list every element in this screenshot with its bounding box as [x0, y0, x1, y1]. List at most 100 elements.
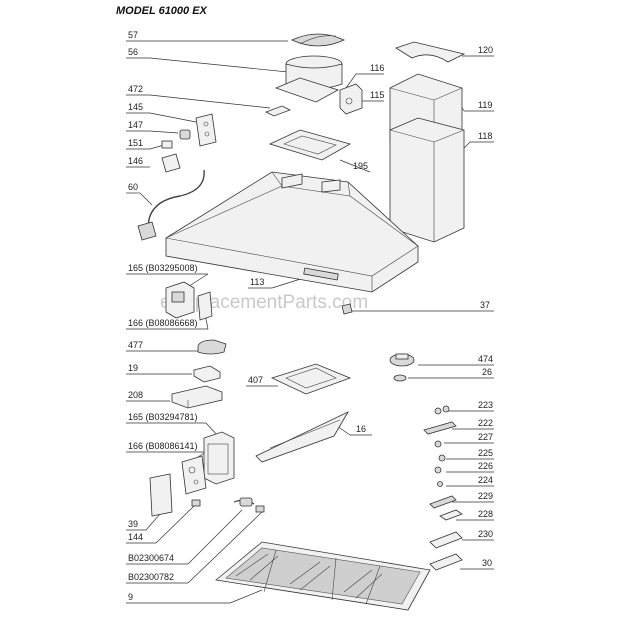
part-39-panel	[149, 473, 173, 517]
label-144[interactable]: 144	[126, 505, 195, 544]
part-195-plate	[268, 129, 352, 161]
svg-text:166 (B08086668): 166 (B08086668)	[128, 318, 198, 328]
label-166a[interactable]: 166 (B08086668)	[126, 313, 209, 330]
label-120[interactable]: 120	[462, 45, 494, 57]
svg-text:225: 225	[478, 448, 493, 458]
svg-text:19: 19	[128, 363, 138, 373]
label-229[interactable]: 229	[452, 491, 494, 503]
label-228[interactable]: 228	[456, 509, 494, 521]
label-146[interactable]: 146	[126, 156, 150, 168]
label-151[interactable]: 151	[126, 138, 165, 150]
part-472-clip	[265, 105, 291, 117]
label-223[interactable]: 223	[448, 400, 494, 412]
svg-text:472: 472	[128, 84, 143, 94]
svg-text:146: 146	[128, 156, 143, 166]
part-113-hood	[165, 171, 419, 293]
svg-text:222: 222	[478, 418, 493, 428]
part-227-screw	[434, 440, 442, 448]
part-120-bracket	[395, 41, 466, 63]
label-145[interactable]: 145	[126, 102, 197, 123]
part-9-filters	[215, 541, 431, 611]
part-477-cap	[197, 339, 227, 355]
part-165a-box	[165, 281, 195, 319]
model-title: MODEL 61000 EX	[116, 5, 208, 17]
part-26-bulb	[393, 374, 407, 382]
svg-text:230: 230	[478, 529, 493, 539]
svg-text:223: 223	[478, 400, 493, 410]
part-147-knob	[179, 129, 191, 140]
svg-text:226: 226	[478, 461, 493, 471]
part-144-clip	[191, 499, 201, 507]
label-208[interactable]: 208	[126, 390, 170, 402]
label-225[interactable]: 225	[446, 448, 494, 460]
watermark: eReplacementParts.com	[160, 292, 368, 313]
part-229-rail	[429, 495, 457, 509]
svg-text:145: 145	[128, 102, 143, 112]
part-19-bracket	[193, 365, 221, 383]
svg-text:151: 151	[128, 138, 143, 148]
label-165a[interactable]: 165 (B03295008)	[126, 263, 209, 289]
label-119[interactable]: 119	[459, 100, 494, 112]
label-474[interactable]: 474	[418, 354, 494, 366]
part-37-screw	[341, 303, 353, 315]
label-477[interactable]: 477	[126, 340, 198, 352]
part-30-handle	[429, 553, 463, 571]
part-151-clip	[161, 140, 173, 149]
svg-text:195: 195	[353, 161, 368, 171]
label-56[interactable]: 56	[126, 47, 289, 73]
label-224[interactable]: 224	[446, 475, 494, 487]
part-57-cover	[291, 33, 345, 47]
svg-text:115: 115	[370, 90, 384, 100]
svg-text:B02300674: B02300674	[128, 553, 174, 563]
part-224-screw	[437, 481, 443, 487]
svg-text:16: 16	[356, 424, 366, 434]
part-166b-board	[181, 455, 207, 495]
label-26[interactable]: 26	[408, 367, 494, 379]
label-b02300674[interactable]: B02300674	[126, 509, 243, 565]
label-222[interactable]: 222	[452, 418, 494, 430]
part-225-screw	[438, 454, 446, 462]
part-230-handle	[429, 531, 463, 549]
part-wire-assembly	[233, 497, 265, 513]
label-230[interactable]: 230	[462, 529, 494, 541]
label-195[interactable]: 195	[339, 159, 371, 173]
label-19[interactable]: 19	[126, 363, 192, 375]
label-227[interactable]: 227	[444, 432, 494, 444]
part-226-screw	[434, 466, 442, 474]
part-166a-board	[197, 291, 213, 321]
label-472[interactable]: 472	[126, 84, 271, 109]
label-147[interactable]: 147	[126, 120, 179, 134]
svg-text:165 (B03294781): 165 (B03294781)	[128, 412, 198, 422]
label-165b[interactable]: 165 (B03294781)	[126, 412, 219, 437]
label-9[interactable]: 9	[126, 589, 263, 604]
label-30[interactable]: 30	[460, 558, 494, 570]
label-118[interactable]: 118	[461, 131, 494, 151]
svg-text:165 (B03295008): 165 (B03295008)	[128, 263, 198, 273]
svg-text:57: 57	[128, 30, 138, 40]
part-118-lower-chimney	[389, 117, 465, 243]
svg-text:39: 39	[128, 519, 138, 529]
part-116-box	[339, 83, 363, 115]
label-b02300782[interactable]: B02300782	[126, 511, 263, 584]
label-116[interactable]: 116	[345, 63, 384, 89]
label-60[interactable]: 60	[126, 182, 153, 206]
label-226[interactable]: 226	[446, 461, 494, 473]
label-39[interactable]: 39	[126, 513, 161, 531]
svg-text:166 (B08086141): 166 (B08086141)	[128, 441, 198, 451]
svg-text:118: 118	[478, 131, 492, 141]
svg-text:9: 9	[128, 592, 133, 602]
svg-text:113: 113	[250, 277, 264, 287]
svg-text:60: 60	[128, 182, 138, 192]
svg-text:227: 227	[478, 432, 493, 442]
part-222-rail	[423, 421, 457, 435]
svg-text:407: 407	[248, 375, 263, 385]
label-37[interactable]: 37	[346, 300, 494, 312]
label-407[interactable]: 407	[246, 375, 278, 387]
part-228-rail	[439, 509, 463, 521]
label-57[interactable]: 57	[126, 30, 288, 42]
svg-text:477: 477	[128, 340, 143, 350]
label-115[interactable]: 115	[360, 90, 384, 102]
svg-text:26: 26	[482, 367, 492, 377]
